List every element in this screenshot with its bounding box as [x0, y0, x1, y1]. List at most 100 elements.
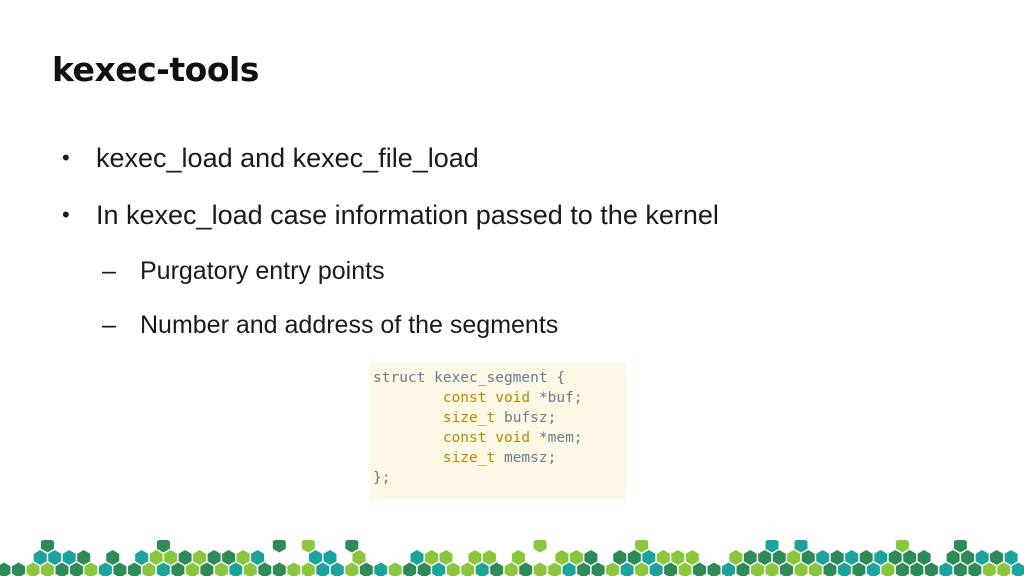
- hexagon-shape: [823, 562, 837, 576]
- hexagon-shape: [468, 550, 482, 565]
- hexagon-shape: [178, 550, 192, 565]
- code-keyword: size_t: [442, 450, 496, 466]
- hexagon-shape: [555, 550, 569, 565]
- hexagon-shape: [606, 562, 620, 576]
- bullet-text: kexec_load and kexec_file_load: [96, 143, 479, 173]
- hexagon-shape: [272, 562, 286, 576]
- hexagon-shape: [627, 550, 641, 565]
- hexagon-shape: [482, 550, 496, 565]
- hexagon-shape: [511, 550, 525, 565]
- hexagon-shape: [41, 562, 54, 576]
- hexagon-shape: [106, 550, 120, 565]
- hexagon-shape: [591, 562, 605, 576]
- hexagon-shape: [816, 550, 830, 565]
- hexagon-shape: [794, 540, 808, 553]
- hexagon-shape: [772, 550, 786, 565]
- dash-icon: –: [102, 257, 116, 285]
- hexagon-shape: [425, 550, 438, 565]
- hexagon-shape: [149, 550, 163, 565]
- hexagon-shape: [975, 550, 989, 565]
- hexagon-shape: [997, 562, 1011, 576]
- hexagon-shape: [243, 562, 257, 576]
- hexagon-shape: [352, 550, 366, 565]
- hexagon-shape: [953, 540, 967, 553]
- hexagon-shape: [751, 562, 764, 576]
- dash-icon: –: [102, 311, 116, 339]
- hexagon-footer-decoration: [0, 540, 1024, 576]
- hexagon-shape: [620, 562, 634, 576]
- hexagon-shape: [874, 550, 888, 565]
- hexagon-shape: [837, 562, 851, 576]
- code-text: struct kexec_segment { const void *buf; …: [373, 368, 626, 488]
- hexagon-shape: [953, 562, 967, 576]
- hexagon-shape: [164, 550, 178, 565]
- hexagon-shape: [33, 550, 47, 565]
- code-keyword: size_t: [442, 410, 496, 426]
- hexagon-shape: [635, 562, 649, 576]
- bullet-dot-icon: •: [62, 202, 70, 227]
- hexagon-shape: [127, 562, 141, 576]
- hexagon-shape: [729, 550, 743, 565]
- hexagon-shape: [156, 540, 170, 553]
- hexagon-shape: [461, 562, 475, 576]
- hexagon-shape: [743, 550, 757, 565]
- hexagon-shape: [642, 550, 656, 565]
- code-block: struct kexec_segment { const void *buf; …: [370, 362, 626, 499]
- hexagon-shape: [562, 562, 576, 576]
- hexagon-shape: [316, 562, 330, 576]
- hexagon-shape: [287, 562, 301, 576]
- hexagon-shape: [946, 550, 960, 565]
- hexagon-shape: [417, 562, 431, 576]
- hexagon-shape: [888, 550, 902, 565]
- hexagon-shape: [830, 550, 844, 565]
- hexagon-shape: [722, 562, 735, 576]
- hexagon-shape: [323, 550, 337, 565]
- hexagon-shape: [685, 550, 699, 565]
- hexagon-shape: [12, 562, 25, 576]
- hexagon-shape: [207, 550, 221, 565]
- hexagon-shape: [794, 562, 808, 576]
- hexagon-shape: [548, 562, 562, 576]
- sub-bullet-text: Purgatory entry points: [140, 257, 385, 285]
- hexagon-shape: [446, 562, 460, 576]
- hexagon-shape: [780, 562, 793, 576]
- hexagon-shape: [569, 550, 583, 565]
- hexagon-shape: [533, 540, 547, 553]
- hexagon-shape: [917, 550, 931, 565]
- hexagon-shape: [924, 562, 938, 576]
- hexagon-shape: [852, 562, 866, 576]
- hexagon-shape: [693, 562, 706, 576]
- hexagon-shape: [41, 540, 54, 553]
- hexagon-shape: [584, 550, 598, 565]
- hexagon-shape: [519, 562, 533, 576]
- code-keyword: const void: [442, 430, 531, 446]
- hexagon-shape: [787, 550, 801, 565]
- hexagon-shape: [866, 562, 880, 576]
- hexagon-shape: [475, 562, 489, 576]
- hexagon-shape: [374, 562, 388, 576]
- hexagon-shape: [359, 562, 373, 576]
- hexagon-shape: [403, 562, 417, 576]
- hexagon-shape: [765, 540, 779, 553]
- hexagon-shape: [26, 562, 40, 576]
- hexagon-shape: [1004, 550, 1018, 565]
- hexagon-shape: [222, 550, 236, 565]
- hexagon-shape: [193, 550, 207, 565]
- hexagon-shape: [185, 562, 199, 576]
- hexagon-shape: [345, 540, 359, 553]
- hexagon-shape: [845, 550, 859, 565]
- hexagon-shape: [939, 562, 953, 576]
- hexagon-shape: [171, 562, 185, 576]
- hexagon-shape: [432, 562, 446, 576]
- bullet-text: In kexec_load case information passed to…: [96, 200, 719, 230]
- hexagon-shape: [135, 550, 149, 565]
- hexagon-shape: [1011, 562, 1024, 576]
- hexagon-shape: [671, 550, 685, 565]
- hexagon-shape: [881, 562, 895, 576]
- hexagon-shape: [272, 540, 286, 553]
- hexagon-shape: [345, 562, 359, 576]
- hexagon-shape: [301, 562, 315, 576]
- hexagon-shape: [98, 562, 112, 576]
- hexagon-shape: [910, 562, 924, 576]
- hexagon-shape: [895, 562, 909, 576]
